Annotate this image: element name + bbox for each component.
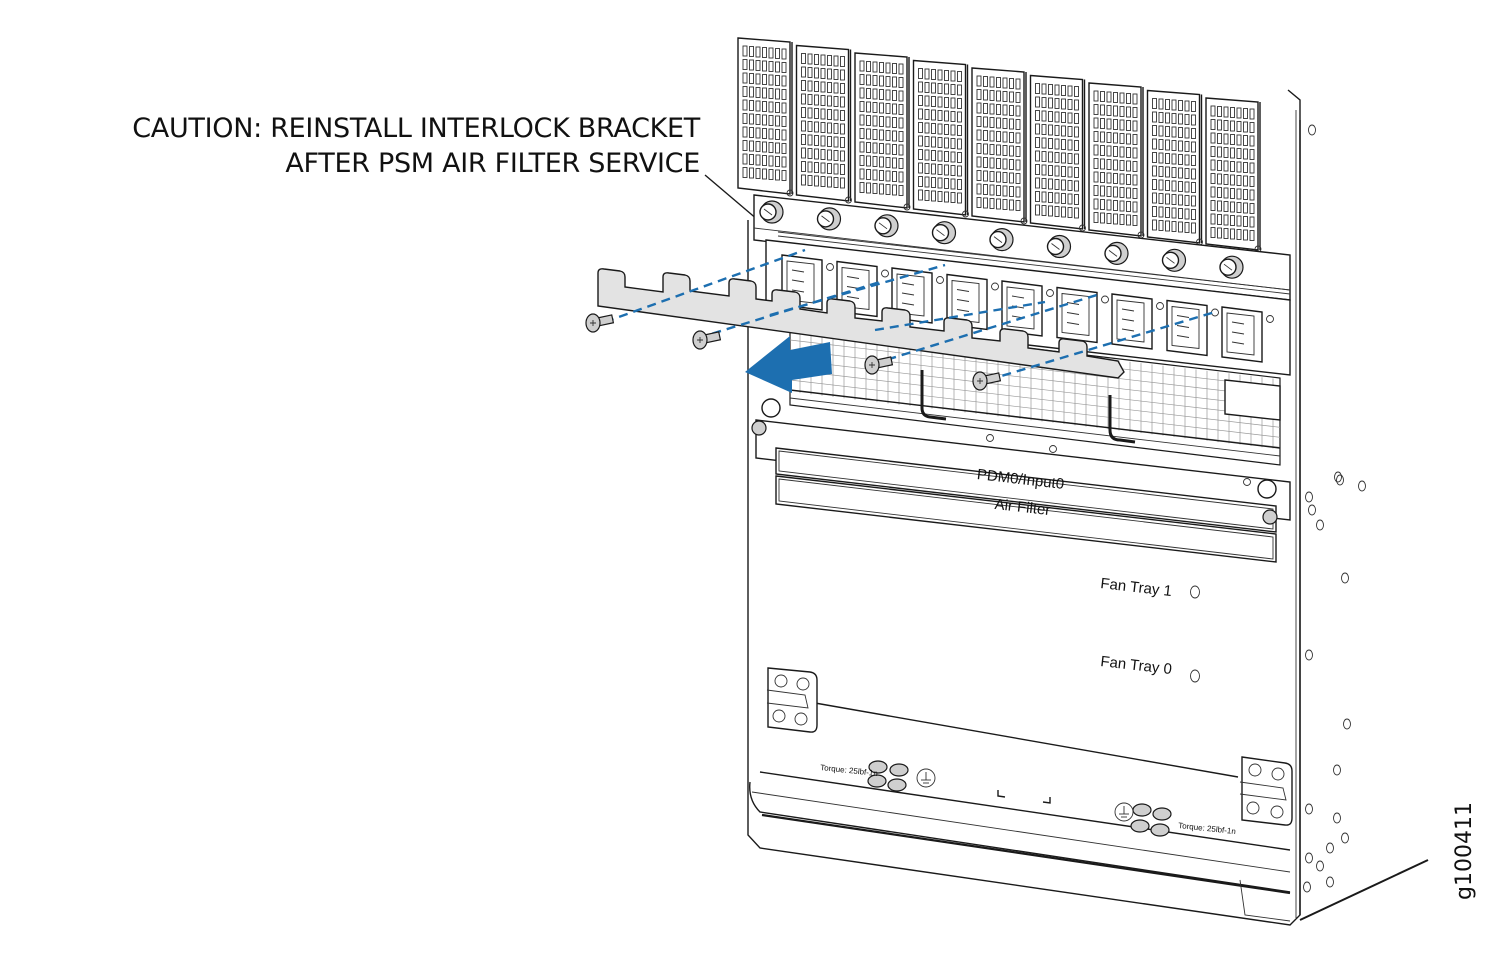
thumbscrew-icon — [759, 200, 784, 224]
right-handle — [1239, 756, 1293, 826]
mounting-hole-icon — [1305, 803, 1313, 815]
psm-thumbscrews — [759, 200, 1244, 279]
fan-tray-0-led-icon — [1190, 669, 1200, 683]
side-panel-holes — [1303, 124, 1366, 893]
mounting-hole-icon — [1343, 718, 1351, 730]
left-handle — [766, 667, 818, 733]
pdm-front-panel — [751, 398, 1291, 563]
left-ground-studs — [867, 760, 936, 792]
psm-module — [1029, 74, 1086, 232]
guide-line — [604, 248, 806, 324]
figure-id: g100411 — [1452, 802, 1477, 900]
psm-module — [854, 52, 911, 211]
guide-line — [874, 300, 1046, 332]
screw-icon — [692, 330, 722, 350]
screw-icon — [864, 355, 894, 375]
fan-tray-1-led-icon — [1190, 585, 1200, 599]
psm-module — [737, 37, 794, 197]
interlock-bracket — [597, 268, 1125, 379]
mounting-hole-icon — [1303, 881, 1311, 893]
mounting-hole-icon — [1326, 842, 1334, 854]
mounting-hole-icon — [1333, 812, 1341, 824]
mounting-hole-icon — [1358, 480, 1366, 492]
mounting-hole-icon — [1305, 649, 1313, 661]
mounting-hole-icon — [1305, 491, 1313, 503]
right-ground-studs — [1114, 802, 1172, 837]
psm-module — [1146, 89, 1203, 246]
thumbscrew-icon — [816, 207, 842, 231]
mounting-hole-icon — [1341, 572, 1349, 584]
bracket-screws — [585, 313, 1002, 391]
thumbscrew-icon — [1104, 241, 1129, 265]
fan-tray-0-label: Fan Tray 0 — [1100, 653, 1173, 678]
screw-icon — [585, 313, 615, 333]
fan-tray-lower-panel — [749, 702, 1291, 922]
psm-module — [795, 44, 852, 204]
thumbscrew-icon — [1219, 255, 1244, 279]
power-inlet-icon — [1221, 306, 1274, 363]
power-inlet-icon — [1001, 280, 1054, 337]
mounting-hole-icon — [1316, 519, 1324, 531]
thumbscrew-icon — [1046, 234, 1072, 259]
thumbscrew-icon — [931, 221, 957, 245]
alignment-guide-lines — [604, 248, 1216, 382]
mounting-hole-icon — [1305, 852, 1313, 864]
air-filter-label: Air Filter — [994, 496, 1051, 519]
psm-module — [912, 59, 969, 218]
fan-tray-1-label: Fan Tray 1 — [1100, 575, 1173, 600]
power-inlet-icon — [1111, 293, 1164, 350]
power-inlet-icon — [1056, 286, 1109, 344]
psm-module — [971, 67, 1028, 225]
mounting-hole-icon — [1308, 124, 1316, 136]
thumbscrew-icon — [989, 228, 1014, 252]
ground-symbol-icon — [916, 768, 936, 788]
torque-label-right: Torque: 25lbf-1n — [1178, 821, 1236, 836]
thumbscrew-icon — [1161, 248, 1187, 272]
mounting-hole-icon — [1333, 764, 1341, 776]
mounting-hole-icon — [1334, 471, 1342, 483]
thumbscrew-icon — [874, 214, 899, 238]
caution-callout-line2: AFTER PSM AIR FILTER SERVICE — [285, 148, 700, 179]
mounting-hole-icon — [1308, 504, 1316, 516]
psm-modules — [737, 37, 1262, 253]
mounting-hole-icon — [1341, 832, 1349, 844]
screw-icon — [972, 371, 1002, 391]
guide-line — [872, 292, 1101, 366]
ground-symbol-icon — [1114, 802, 1134, 822]
guide-line — [987, 310, 1216, 382]
mounting-hole-icon — [1316, 860, 1324, 872]
mounting-hole-icon — [1336, 474, 1344, 486]
psm-module — [1205, 97, 1262, 253]
mounting-hole-icon — [1326, 876, 1334, 888]
removal-arrow-icon — [745, 336, 832, 393]
air-filter-grid — [789, 319, 1281, 466]
chassis-body — [747, 89, 1429, 926]
psm-module — [1088, 82, 1145, 239]
power-inlet-icon — [1166, 299, 1219, 357]
caution-callout-line1: CAUTION: REINSTALL INTERLOCK BRACKET — [132, 113, 700, 144]
guide-line — [769, 263, 946, 317]
